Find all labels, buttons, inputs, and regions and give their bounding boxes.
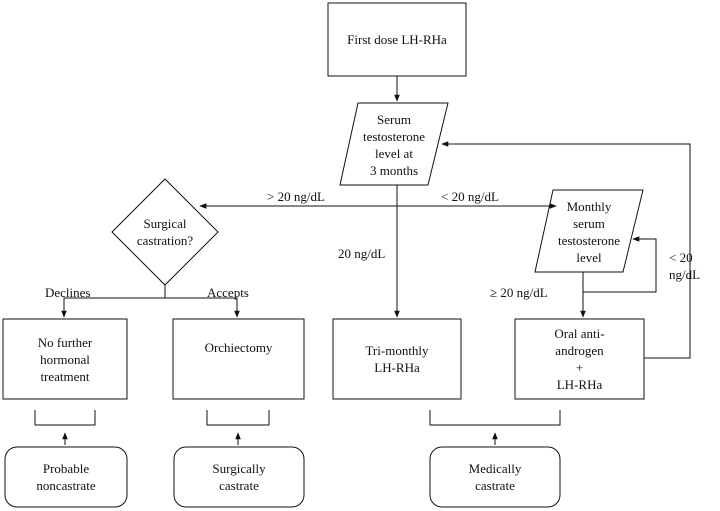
orchiectomy-label: Orchiectomy: [204, 339, 273, 355]
loop-oral-to-serum: [441, 141, 691, 359]
loop-lt20: [583, 236, 657, 293]
surgical-castration-label: Surgical castration?: [136, 216, 194, 248]
edge-label-declines: Declines: [45, 284, 91, 300]
bracket-mid: [206, 410, 270, 426]
serum-test-label: Serum testosterone level at 3 months: [362, 112, 426, 178]
tri-monthly-box: [332, 318, 462, 400]
bracket-left: [34, 410, 96, 426]
serum-test-parallelogram: [339, 102, 449, 186]
edge-label-accepts: Accepts: [207, 284, 249, 300]
oral-anti-label: Oral anti- androgen + LH-RHa: [554, 326, 605, 392]
probable-noncastrate-label: Probable noncastrate: [36, 461, 96, 493]
edge-label-eq20: 20 ng/dL: [338, 245, 386, 261]
surgically-castrate-label: Surgically castrate: [212, 461, 266, 493]
surgically-castrate-box: [173, 446, 305, 508]
medically-castrate-box: [429, 446, 561, 508]
first-dose-label: First dose LH-RHa: [347, 32, 447, 47]
no-further-label: No further hormonal treatment: [37, 334, 93, 384]
edge-label-gt20: > 20 ng/dL: [267, 188, 325, 204]
monthly-serum-parallelogram: [534, 189, 644, 273]
no-further-box: [2, 318, 128, 400]
probable-noncastrate-box: [4, 446, 128, 508]
arrow-declines: [61, 297, 165, 318]
edge-label-gte20: ≥ 20 ng/dL: [490, 284, 548, 300]
oral-anti-box: [514, 318, 645, 400]
edge-label-lt20: < 20 ng/dL: [441, 188, 499, 204]
medically-castrate-label: Medically castrate: [468, 461, 522, 493]
bracket-right: [429, 410, 561, 426]
monthly-serum-label: Monthly serum testosterone level: [557, 199, 621, 265]
tri-monthly-label: Tri-monthly LH-RHa: [365, 343, 429, 375]
arrow-accepts: [165, 297, 240, 318]
edge-label-lt20-loop: < 20 ng/dL: [669, 250, 701, 282]
orchiectomy-box: [172, 318, 305, 400]
